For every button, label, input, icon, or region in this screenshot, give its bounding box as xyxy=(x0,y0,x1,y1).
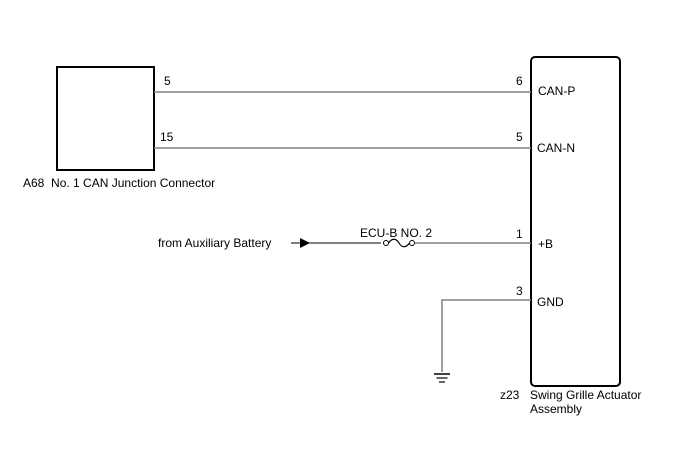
actuator-code: z23 xyxy=(500,388,520,402)
arrow-icon xyxy=(300,238,310,248)
signal-can-n: CAN-N xyxy=(537,141,575,155)
ground-icon xyxy=(434,373,450,383)
signal-can-p: CAN-P xyxy=(538,84,576,98)
signal-plus-b: +B xyxy=(538,237,554,251)
connector-code: A68 xyxy=(23,176,45,190)
left-pin-15: 15 xyxy=(160,130,174,144)
right-pin-number-can-p: 6 xyxy=(516,74,523,88)
fuse-icon xyxy=(383,238,415,248)
connector-name: No. 1 CAN Junction Connector xyxy=(51,176,216,190)
can-junction-connector-box xyxy=(56,66,155,171)
battery-source-label: from Auxiliary Battery xyxy=(158,236,272,250)
wire-gnd xyxy=(441,299,531,372)
swing-grille-actuator-box xyxy=(530,56,621,387)
fuse-label: ECU-B NO. 2 xyxy=(360,226,433,240)
actuator-name-line2: Assembly xyxy=(530,402,583,416)
can-junction-connector-label: A68 No. 1 CAN Junction Connector xyxy=(23,177,215,190)
right-pin-number-gnd: 3 xyxy=(516,284,523,298)
signal-gnd: GND xyxy=(537,295,564,309)
actuator-name-line1: Swing Grille Actuator xyxy=(530,388,642,402)
right-pin-number-plus-b: 1 xyxy=(516,227,523,241)
left-pin-5: 5 xyxy=(164,74,171,88)
right-pin-number-can-n: 5 xyxy=(516,130,523,144)
